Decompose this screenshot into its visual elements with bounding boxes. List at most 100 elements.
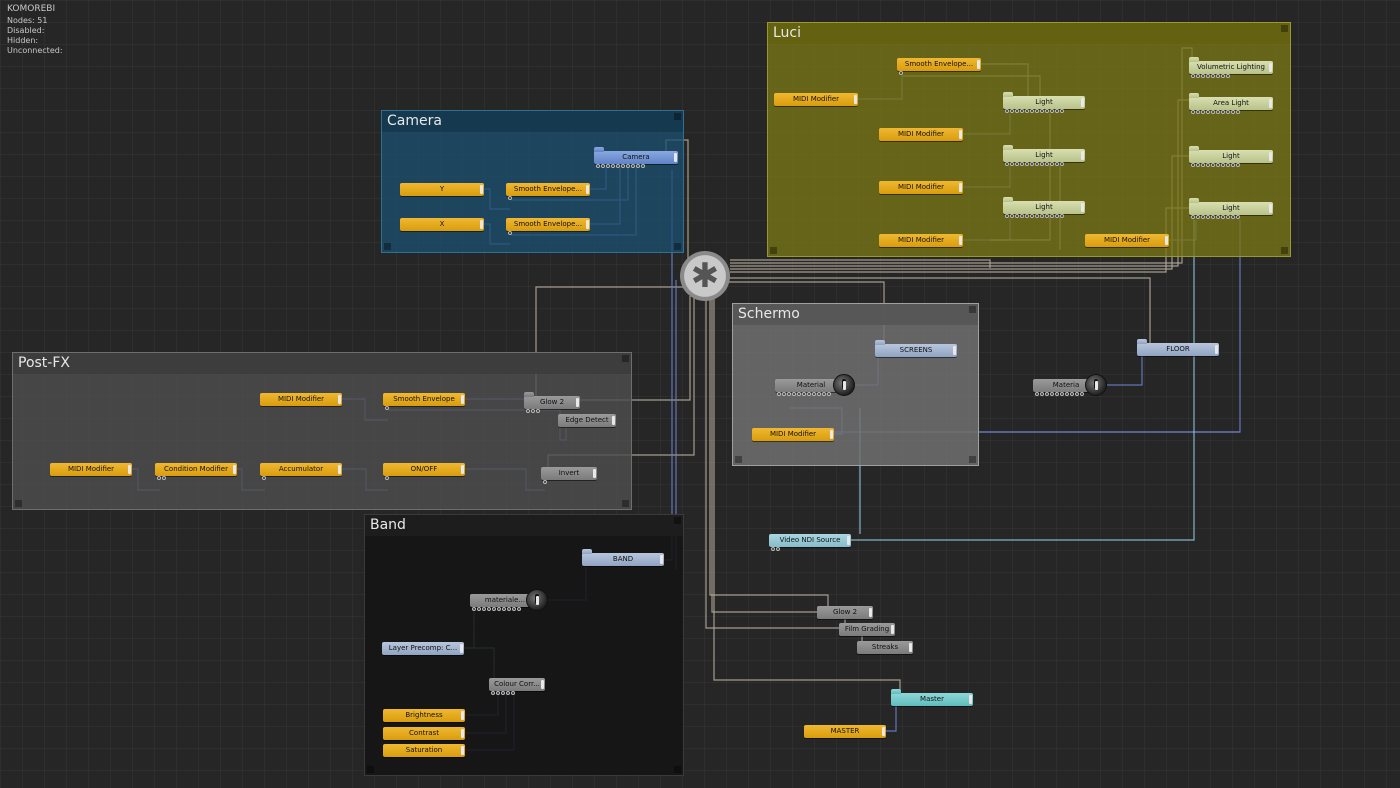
node-area-light[interactable]: Area Light	[1189, 93, 1273, 114]
node-label: ON/OFF	[410, 465, 438, 473]
node-light-1[interactable]: Light	[1003, 92, 1085, 113]
node-label: Video NDI Source	[779, 536, 841, 544]
node-edge-detect[interactable]: Edge Detect	[558, 414, 616, 427]
node-film-grading[interactable]: Film Grading	[839, 623, 895, 636]
node-label: Brightness	[405, 711, 443, 719]
node-floor[interactable]: FLOOR	[1137, 339, 1219, 356]
node-video-ndi-source[interactable]: Video NDI Source	[769, 534, 851, 551]
node-label: MIDI Modifier	[1103, 236, 1151, 244]
node-label: Layer Precomp: C...	[388, 644, 458, 652]
node-label: MIDI Modifier	[792, 95, 840, 103]
group-corner[interactable]	[367, 766, 374, 773]
node-luci-midi-4[interactable]: MIDI Modifier	[879, 234, 963, 247]
wire-52	[886, 706, 897, 732]
node-glow-2-final[interactable]: Glow 2	[817, 606, 873, 619]
node-cam-smooth-1[interactable]: Smooth Envelope...	[506, 183, 590, 200]
node-light-5[interactable]: Light	[1189, 198, 1273, 219]
node-cam-x[interactable]: X	[400, 218, 484, 231]
node-cam-y[interactable]: Y	[400, 183, 484, 196]
group-corner[interactable]	[674, 517, 681, 524]
node-label: MIDI Modifier	[897, 236, 945, 244]
node-brightness[interactable]: Brightness	[383, 709, 465, 722]
node-master[interactable]: Master	[891, 689, 973, 706]
group-corner[interactable]	[1281, 25, 1288, 32]
node-label: Glow 2	[832, 608, 858, 616]
node-label: Smooth Envelope...	[513, 220, 583, 228]
group-luci-title: Luci	[768, 23, 1290, 44]
node-label: Volumetric Lighting	[1197, 63, 1265, 71]
node-label: X	[439, 220, 445, 228]
node-master-yellow[interactable]: MASTER	[804, 725, 886, 738]
node-light-2[interactable]: Light	[1003, 145, 1085, 166]
group-corner[interactable]	[674, 243, 681, 250]
node-material-screens[interactable]: Material	[775, 374, 855, 396]
group-corner[interactable]	[674, 766, 681, 773]
node-label: materiale...	[484, 596, 526, 604]
stat-hidden: Hidden:	[7, 36, 39, 45]
group-corner[interactable]	[969, 306, 976, 313]
gear-icon: ✱	[690, 256, 720, 296]
group-corner[interactable]	[674, 113, 681, 120]
node-luci-midi-3[interactable]: MIDI Modifier	[879, 181, 963, 194]
node-material-floor[interactable]: Materia	[1033, 374, 1107, 396]
node-schermo-midi[interactable]: MIDI Modifier	[752, 428, 834, 441]
node-label: MIDI Modifier	[897, 183, 945, 191]
node-pfx-midi-1[interactable]: MIDI Modifier	[260, 393, 342, 406]
group-luci[interactable]: Luci	[767, 22, 1291, 257]
stat-nodes: Nodes: 51	[7, 16, 48, 25]
group-corner[interactable]	[1281, 247, 1288, 254]
node-camera[interactable]: Camera	[594, 147, 678, 168]
node-screens[interactable]: SCREENS	[875, 340, 957, 357]
node-label: Glow 2	[539, 398, 565, 406]
node-colour-correction[interactable]: Colour Corr...	[489, 678, 545, 695]
node-label: Accumulator	[278, 465, 324, 473]
node-luci-midi-5[interactable]: MIDI Modifier	[1085, 234, 1169, 247]
node-light-4[interactable]: Light	[1189, 146, 1273, 167]
node-label: Smooth Envelope...	[513, 185, 583, 193]
node-label: Smooth Envelope	[393, 395, 455, 403]
node-volumetric-lighting[interactable]: Volumetric Lighting	[1189, 57, 1273, 78]
group-corner[interactable]	[622, 355, 629, 362]
node-streaks[interactable]: Streaks	[857, 641, 913, 654]
group-camera-title: Camera	[382, 111, 683, 132]
node-luci-midi-1[interactable]: MIDI Modifier	[774, 93, 858, 106]
node-label: Colour Corr...	[494, 680, 540, 688]
node-band[interactable]: BAND	[582, 549, 664, 566]
group-corner[interactable]	[622, 500, 629, 507]
node-glow-2[interactable]: Glow 2	[524, 392, 580, 413]
app-title: KOMOREBI	[7, 4, 56, 14]
node-luci-midi-2[interactable]: MIDI Modifier	[879, 128, 963, 141]
node-saturation[interactable]: Saturation	[383, 744, 465, 757]
node-label: Smooth Envelope...	[904, 60, 974, 68]
material-preview-icon	[526, 589, 548, 611]
group-corner[interactable]	[735, 456, 742, 463]
group-postfx[interactable]: Post-FX	[12, 352, 632, 510]
node-pfx-midi-2[interactable]: MIDI Modifier	[50, 463, 132, 476]
group-corner[interactable]	[770, 247, 777, 254]
scene-root-node[interactable]: ✱	[680, 251, 730, 301]
group-corner[interactable]	[384, 243, 391, 250]
node-contrast[interactable]: Contrast	[383, 727, 465, 740]
group-camera[interactable]: Camera	[381, 110, 684, 253]
node-label: Camera	[622, 153, 650, 161]
node-onoff[interactable]: ON/OFF	[383, 463, 465, 480]
node-light-3[interactable]: Light	[1003, 197, 1085, 218]
node-invert[interactable]: Invert	[541, 467, 597, 484]
node-material-band[interactable]: materiale...	[470, 589, 548, 611]
node-label: Film Grading	[844, 625, 890, 633]
node-luci-smooth[interactable]: Smooth Envelope...	[897, 58, 981, 75]
node-condition-modifier[interactable]: Condition Modifier	[155, 463, 237, 480]
group-corner[interactable]	[15, 500, 22, 507]
node-label: Edge Detect	[565, 416, 609, 424]
group-schermo[interactable]: Schermo	[732, 303, 979, 466]
node-label: MIDI Modifier	[67, 465, 115, 473]
node-pfx-smooth[interactable]: Smooth Envelope	[383, 393, 465, 410]
node-cam-smooth-2[interactable]: Smooth Envelope...	[506, 218, 590, 235]
node-accumulator[interactable]: Accumulator	[260, 463, 342, 480]
node-label: Contrast	[409, 729, 439, 737]
group-corner[interactable]	[969, 456, 976, 463]
node-label: FLOOR	[1166, 345, 1190, 353]
wire-14	[730, 259, 991, 268]
node-layer-precomp[interactable]: Layer Precomp: C...	[382, 642, 464, 655]
node-label: Light	[1222, 204, 1240, 212]
